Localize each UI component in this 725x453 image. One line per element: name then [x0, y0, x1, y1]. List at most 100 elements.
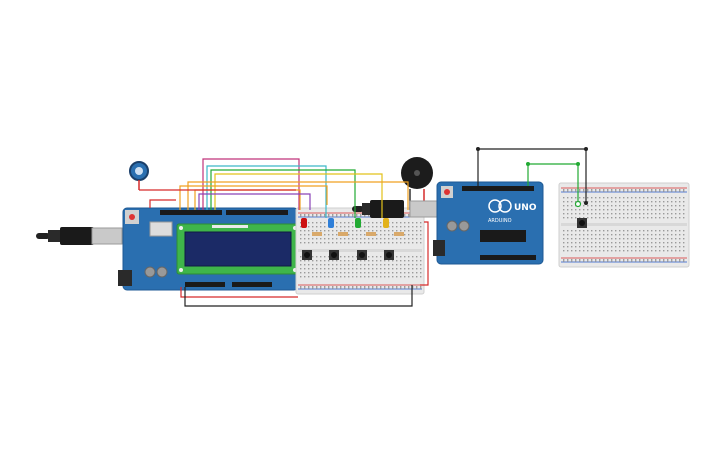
breadboard-hole [603, 217, 605, 219]
wire-green-right[interactable] [527, 163, 579, 204]
potentiometer-icon[interactable] [129, 161, 149, 190]
breadboard-hole [412, 234, 414, 236]
breadboard-hole [312, 287, 314, 289]
breadboard-hole [368, 268, 370, 270]
resistor[interactable] [338, 232, 348, 236]
breadboard-hole [623, 250, 625, 252]
pushbutton-icon[interactable] [357, 250, 367, 260]
breadboard-hole [420, 286, 422, 288]
breadboard-hole [380, 276, 382, 278]
breadboard-hole [655, 209, 657, 211]
pushbutton-icon[interactable] [302, 250, 312, 260]
breadboard-hole [595, 242, 597, 244]
breadboard-right[interactable] [558, 182, 690, 268]
breadboard-hole [659, 238, 661, 240]
breadboard-hole [567, 201, 569, 203]
breadboard-hole [591, 234, 593, 236]
breadboard-hole [392, 230, 394, 232]
led-green[interactable] [355, 218, 361, 228]
wire-orange-2[interactable] [187, 181, 409, 210]
breadboard-hole [611, 197, 613, 199]
resistor[interactable] [312, 232, 322, 236]
wire-black-right[interactable] [477, 148, 587, 203]
breadboard-hole [408, 260, 410, 262]
breadboard-hole [599, 260, 601, 262]
breadboard-hole [615, 259, 617, 261]
breadboard-hole [643, 242, 645, 244]
breadboard-hole [340, 286, 342, 288]
breadboard-hole [623, 189, 625, 191]
breadboard-hole [627, 242, 629, 244]
breadboard-hole [320, 268, 322, 270]
breadboard-hole [599, 197, 601, 199]
lcd-module[interactable] [176, 223, 300, 275]
led-red[interactable] [301, 218, 307, 228]
breadboard-hole [599, 190, 601, 192]
led-blue[interactable] [328, 218, 334, 228]
wire-black-bottom[interactable] [184, 285, 413, 307]
wire-magenta[interactable] [202, 158, 300, 210]
breadboard-hole [304, 215, 306, 217]
breadboard-hole [567, 189, 569, 191]
breadboard-hole [404, 256, 406, 258]
usb-cable-left[interactable] [36, 227, 123, 245]
breadboard-hole [659, 201, 661, 203]
breadboard-hole [679, 189, 681, 191]
wire-cyan[interactable] [206, 165, 327, 218]
breadboard-hole [336, 230, 338, 232]
breadboard-hole [412, 260, 414, 262]
breadboard-hole [595, 238, 597, 240]
breadboard-hole [615, 209, 617, 211]
breadboard-hole [635, 217, 637, 219]
breadboard-hole [372, 276, 374, 278]
breadboard-hole [416, 256, 418, 258]
wire-yellow[interactable] [214, 173, 383, 218]
breadboard-hole [392, 226, 394, 228]
breadboard-hole [368, 256, 370, 258]
breadboard-hole [420, 256, 422, 258]
breadboard-hole [396, 276, 398, 278]
wire-red-right-bb[interactable] [420, 221, 429, 286]
breadboard-hole [603, 201, 605, 203]
breadboard-hole [336, 238, 338, 240]
breadboard-hole [643, 250, 645, 252]
breadboard-hole [360, 276, 362, 278]
usb-cable-middle[interactable] [352, 200, 439, 218]
breadboard-hole [663, 246, 665, 248]
breadboard-hole [595, 189, 597, 191]
breadboard-hole [420, 238, 422, 240]
breadboard-hole [635, 205, 637, 207]
pushbutton-icon[interactable] [577, 218, 587, 228]
wire-purple[interactable] [198, 193, 311, 210]
wire-orange-1[interactable] [179, 185, 328, 210]
breadboard-hole [308, 286, 310, 288]
wire-red-lcd[interactable] [149, 199, 176, 208]
led-yellow[interactable] [383, 218, 389, 228]
breadboard-hole [312, 256, 314, 258]
resistor[interactable] [394, 232, 404, 236]
breadboard-hole [587, 230, 589, 232]
resistor[interactable] [366, 232, 376, 236]
breadboard-hole [336, 264, 338, 266]
wire-red-bottom[interactable] [180, 287, 298, 298]
breadboard-hole [372, 260, 374, 262]
pushbutton-icon[interactable] [329, 250, 339, 260]
breadboard-hole [571, 190, 573, 192]
breadboard-hole [583, 260, 585, 262]
breadboard-hole [316, 260, 318, 262]
breadboard-hole [659, 230, 661, 232]
breadboard-hole [651, 234, 653, 236]
breadboard-hole [408, 226, 410, 228]
buzzer-icon[interactable] [401, 157, 433, 210]
breadboard-hole [639, 238, 641, 240]
breadboard-hole [579, 260, 581, 262]
arduino-board-right[interactable]: UNO ARDUINO [433, 181, 544, 265]
breadboard-hole [344, 260, 346, 262]
breadboard-hole [304, 287, 306, 289]
breadboard-hole [627, 230, 629, 232]
breadboard-hole [380, 242, 382, 244]
breadboard-hole [380, 238, 382, 240]
pushbutton-icon[interactable] [384, 250, 394, 260]
breadboard-hole [671, 259, 673, 261]
breadboard-hole [352, 260, 354, 262]
